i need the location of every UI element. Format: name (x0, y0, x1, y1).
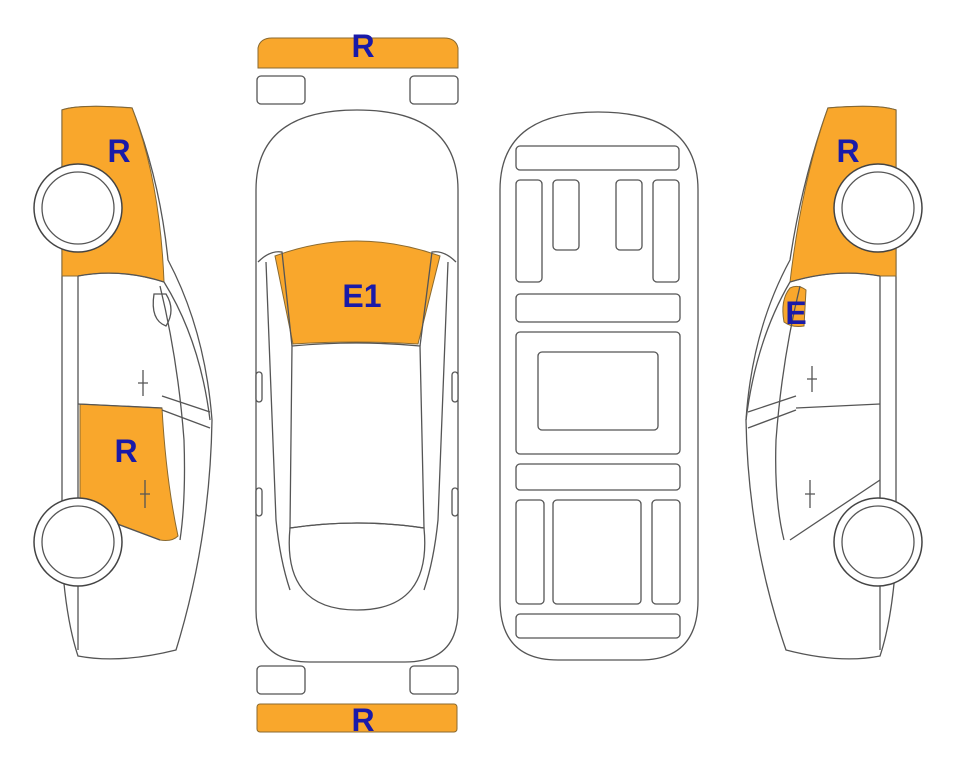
left-front-fender-label: R (107, 133, 130, 169)
windshield-label: E1 (342, 278, 381, 314)
rear-bumper-damage[interactable] (256, 703, 458, 733)
front-bumper-damage[interactable] (257, 37, 459, 69)
front-right-light (409, 75, 459, 105)
car-left-side-view (33, 105, 213, 660)
car-top-view (255, 37, 459, 733)
front-bumper-label: R (351, 28, 374, 64)
right-front-door-damage[interactable] (782, 285, 807, 327)
right-front-wheel (833, 163, 923, 253)
left-front-wheel (33, 163, 123, 253)
windshield-damage[interactable] (274, 240, 441, 345)
right-front-door-label: E (785, 295, 806, 331)
front-left-light (256, 75, 306, 105)
left-rear-wheel (33, 497, 123, 587)
rear-left-light (256, 665, 306, 695)
right-rear-wheel (833, 497, 923, 587)
right-front-fender-label: R (836, 133, 859, 169)
rear-bumper-label: R (351, 702, 374, 738)
rear-window (288, 522, 426, 611)
rear-right-light (409, 665, 459, 695)
car-right-side-view (745, 105, 923, 660)
left-rear-door-label: R (114, 433, 137, 469)
car-underside-view (499, 111, 699, 661)
